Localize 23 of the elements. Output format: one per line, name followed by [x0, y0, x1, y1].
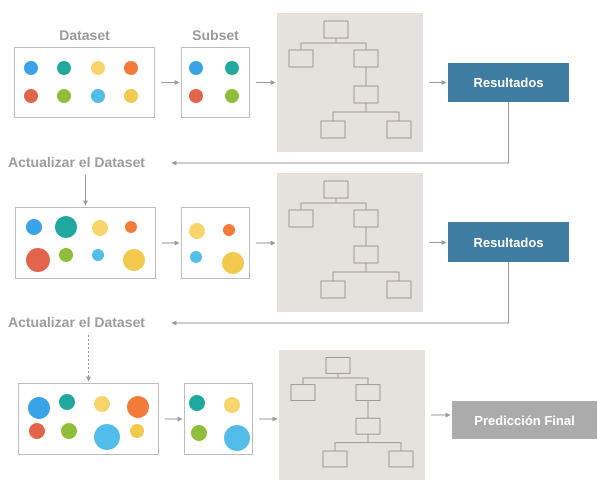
- arrow: [160, 80, 180, 85]
- arrow: [83, 174, 88, 206]
- arrow: [428, 240, 447, 245]
- model-panel: [277, 13, 423, 152]
- result-box: Predicción Final: [452, 401, 597, 439]
- update-label: Actualizar el Dataset: [8, 314, 145, 332]
- arrow: [164, 416, 183, 422]
- set-heading: Subset: [191, 27, 240, 43]
- arrow: [430, 412, 451, 418]
- set-heading: Dataset: [58, 27, 111, 43]
- result-box: Resultados: [448, 63, 569, 102]
- result-box: Resultados: [448, 222, 569, 262]
- arrow: [428, 80, 447, 85]
- update-label: Actualizar el Dataset: [8, 154, 145, 172]
- arrow: [256, 80, 276, 85]
- arrow: [86, 334, 91, 382]
- arrow: [162, 240, 180, 246]
- arrow: [171, 102, 509, 166]
- arrow: [256, 240, 276, 246]
- model-panel: [279, 350, 425, 480]
- arrow: [258, 416, 278, 422]
- arrow: [171, 262, 509, 326]
- model-panel: [277, 173, 423, 312]
